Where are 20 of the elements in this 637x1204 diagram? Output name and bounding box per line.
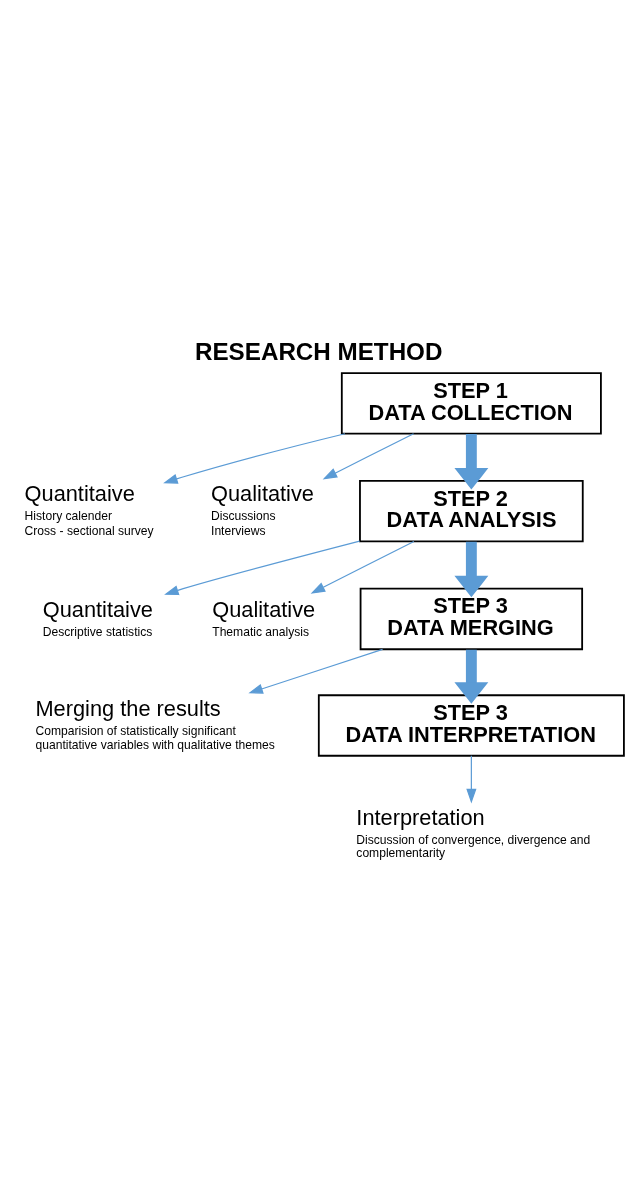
arrow (454, 541, 489, 598)
arrow (454, 434, 489, 490)
arrow (466, 755, 477, 804)
arrow (164, 540, 361, 596)
arrow (163, 433, 346, 484)
node-box: STEP 1 DATA COLLECTION (340, 372, 602, 435)
node-box: STEP 2 DATA ANALYSIS (359, 480, 584, 543)
arrow (322, 433, 415, 480)
arrow (310, 540, 415, 594)
node-text: Merging the results Comparision of statistically significant quantitative variables with qualitative themes (35, 696, 275, 752)
node-box: STEP 3 DATA MERGING (359, 587, 584, 651)
node-text: Quantitaive History calender Cross - sectional survey (24, 480, 154, 539)
node-box: STEP 3 DATA INTERPRETATION (317, 694, 625, 757)
arrow (454, 649, 489, 704)
node-text: Qualitative Discussions Interviews (211, 480, 314, 539)
node-text: Qualitative Thematic analysis (212, 597, 316, 639)
arrow (248, 648, 384, 694)
node-text: Quantitaive Descriptive statistics (42, 597, 153, 639)
diagram-title: RESEARCH METHOD (195, 337, 443, 365)
node-text: Interpretation Discussion of convergence, divergence and complementarity (356, 805, 591, 861)
